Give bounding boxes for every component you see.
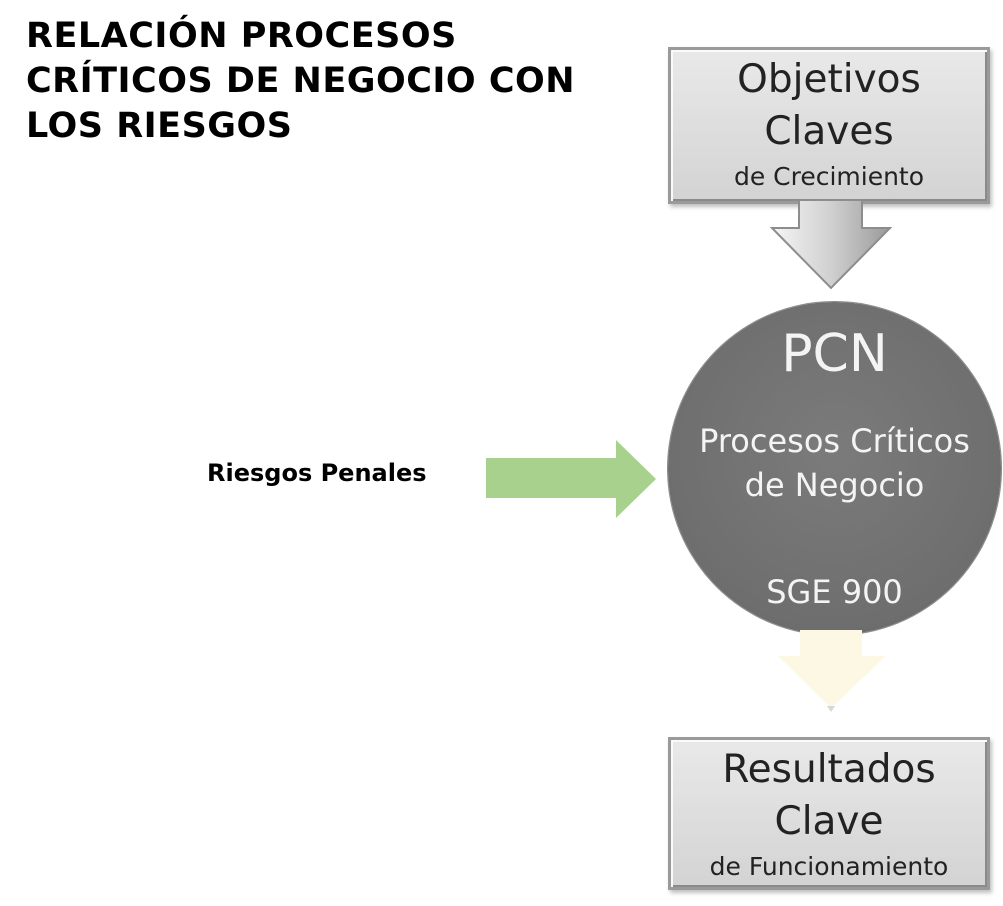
page-title: RELACIÓN PROCESOS CRÍTICOS DE NEGOCIO CO… [26, 14, 575, 149]
resultados-line-1: Resultados [722, 747, 936, 792]
pcn-acronym: PCN [781, 324, 888, 384]
title-line-1: RELACIÓN PROCESOS [26, 16, 457, 56]
down-arrow-to-resultados [778, 630, 886, 712]
riesgos-penales-label: Riesgos Penales [207, 459, 427, 487]
title-line-3: LOS RIESGOS [26, 106, 293, 146]
resultados-clave-box: Resultados Clave de Funcionamiento [668, 737, 990, 890]
title-line-2: CRÍTICOS DE NEGOCIO CON [26, 61, 576, 101]
objetivos-claves-box: Objetivos Claves de Crecimiento [668, 47, 990, 204]
pcn-name: Procesos Críticos de Negocio [699, 422, 970, 504]
objetivos-line-2: Claves [764, 109, 894, 154]
right-arrow-riesgos [486, 440, 656, 518]
resultados-line-2: Clave [774, 799, 884, 844]
down-arrow-to-pcn [769, 199, 893, 290]
resultados-line-3: de Funcionamiento [709, 852, 949, 881]
pcn-circle: PCN Procesos Críticos de Negocio SGE 900 [668, 302, 1001, 635]
objetivos-line-3: de Crecimiento [733, 162, 925, 191]
pcn-code: SGE 900 [766, 573, 903, 611]
objetivos-line-1: Objetivos [737, 57, 921, 102]
